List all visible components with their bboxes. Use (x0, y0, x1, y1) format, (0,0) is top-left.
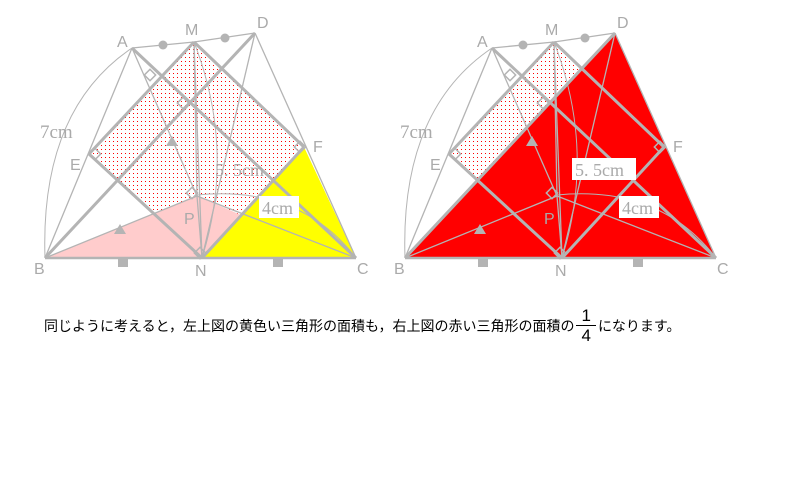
segment-DN (201, 32, 256, 259)
segment-DC (614, 32, 717, 259)
right-angle-mark (545, 186, 559, 200)
arc-ab (404, 47, 493, 259)
point-label-N: N (195, 263, 207, 280)
equal-mark-circle (580, 33, 590, 43)
fraction-one-quarter: 1 4 (576, 306, 596, 345)
equal-mark-circle (518, 40, 528, 50)
equal-mark-square (478, 257, 488, 267)
equal-mark-triangle (474, 224, 486, 234)
right-angle-mark (536, 96, 550, 110)
point-label-A: A (477, 34, 488, 51)
point-label-M: M (545, 22, 558, 39)
equal-mark-circle (220, 33, 230, 43)
right-angle-mark (193, 246, 207, 260)
length-label-4cm-bg (259, 196, 299, 218)
segment-DN (561, 32, 616, 259)
point-label-C: C (717, 261, 729, 278)
right-angle-mark (293, 140, 307, 154)
equal-mark-triangle (526, 136, 538, 146)
right-angle-mark (653, 140, 667, 154)
right-angle-mark (176, 96, 190, 110)
point-label-D: D (617, 15, 629, 32)
figure-left: 7cm 5. 5cm 4cm A M D E F B N C P (34, 15, 369, 280)
segment-PC (556, 195, 717, 259)
right-angle-mark (143, 68, 157, 82)
segment-AP (131, 47, 198, 197)
square-side-FN (200, 145, 306, 260)
right-angle-mark (553, 246, 567, 260)
segment-AC (490, 46, 718, 260)
fraction-denominator: 4 (581, 326, 591, 345)
square-side-MF (552, 40, 666, 149)
length-label-4cm: 4cm (262, 198, 293, 218)
length-label-4cm-bg (619, 196, 659, 218)
point-label-E: E (430, 157, 441, 174)
equal-mark-square (273, 257, 283, 267)
point-label-E: E (70, 157, 81, 174)
pink-triangle (45, 196, 241, 258)
square-side-EM (87, 40, 196, 156)
length-label-7cm: 7cm (400, 122, 433, 143)
square-side-FN (560, 145, 666, 260)
arc-ab (44, 47, 133, 259)
geometry-figures: 7cm 5. 5cm 4cm A M D E F B N C P 7cm 5. 5cm 4cm A M D E F B N… (34, 15, 729, 280)
segment-AP (491, 47, 558, 197)
segment-BD (43, 31, 257, 260)
point-label-F: F (313, 139, 323, 156)
point-label-P: P (184, 211, 195, 228)
equal-mark-triangle (114, 224, 126, 234)
right-angle-mark (185, 186, 199, 200)
equal-mark-square (633, 257, 643, 267)
equal-mark-triangle (166, 136, 178, 146)
segment-MP (553, 41, 558, 197)
equal-mark-square (118, 257, 128, 267)
segment-MP (193, 41, 198, 197)
length-label-5-5cm: 5. 5cm (215, 160, 264, 180)
caption-after: になります。 (597, 318, 681, 335)
square-side-MF (192, 40, 306, 149)
fraction-numerator: 1 (576, 306, 596, 326)
length-label-4cm: 4cm (622, 198, 653, 218)
point-label-N: N (555, 263, 567, 280)
point-label-D: D (257, 15, 269, 32)
equal-mark-circle (158, 40, 168, 50)
length-label-5-5cm: 5. 5cm (575, 160, 624, 180)
length-label-5-5cm-bg (572, 158, 636, 180)
segment-PC (196, 195, 357, 259)
caption-before: 同じように考えると，左上図の黄色い三角形の面積も，右上図の赤い三角形の面積の (44, 318, 575, 335)
point-label-A: A (117, 34, 128, 51)
segment-BD (403, 31, 617, 260)
square-side-NE (87, 152, 204, 260)
point-label-M: M (185, 22, 198, 39)
point-label-P: P (544, 211, 555, 228)
length-label-7cm: 7cm (40, 122, 73, 143)
right-angle-mark (503, 68, 517, 82)
point-label-F: F (673, 139, 683, 156)
point-label-B: B (394, 261, 405, 278)
explanation-text: 同じように考えると，左上図の黄色い三角形の面積も，右上図の赤い三角形の面積の 1… (44, 306, 681, 345)
segment-AC (130, 46, 358, 260)
square-side-NE (447, 152, 564, 260)
right-angle-mark (88, 147, 102, 161)
square-side-EM (447, 40, 556, 156)
segment-DC (254, 32, 357, 259)
arc-mn (553, 41, 578, 259)
point-label-C: C (357, 261, 369, 278)
right-angle-mark (448, 147, 462, 161)
point-label-B: B (34, 261, 45, 278)
arc-mn (193, 41, 218, 259)
figure-right: 7cm 5. 5cm 4cm A M D E F B N C P (394, 15, 729, 280)
